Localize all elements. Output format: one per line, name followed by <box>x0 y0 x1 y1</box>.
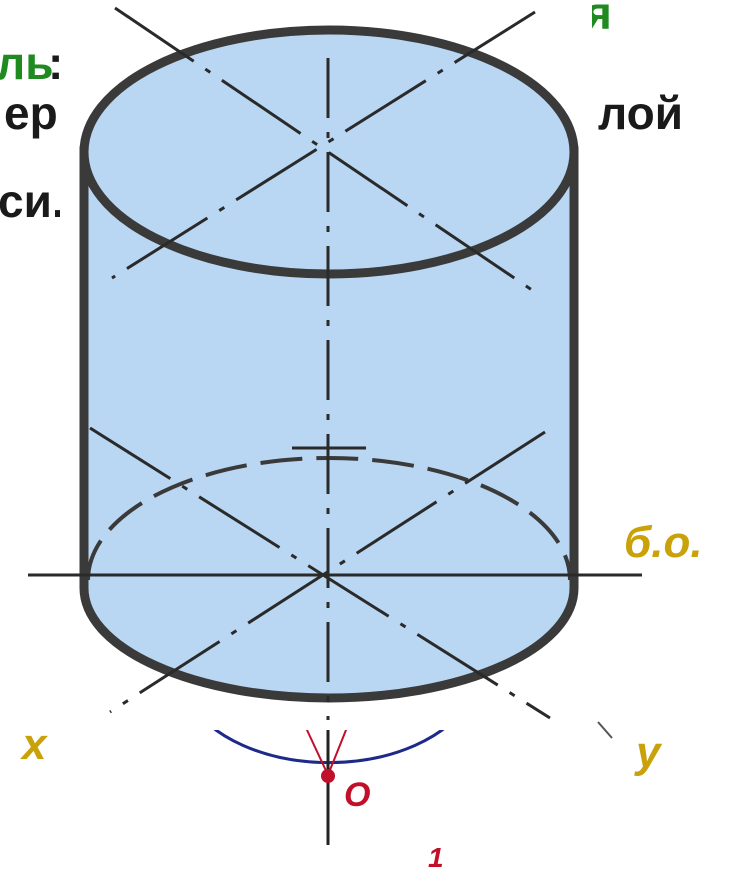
x-axis-label: x <box>22 720 47 769</box>
bottom-diagonal-1 <box>89 426 551 720</box>
origin-dot <box>321 769 335 783</box>
y-axis-label: y <box>636 728 661 777</box>
bottom-diagonal-2 <box>109 430 546 714</box>
text-line4-fragment: си. <box>0 175 65 227</box>
text-line3-right-fragment: лой <box>598 87 683 139</box>
cylinder-body <box>79 143 579 703</box>
y-axis-hint <box>597 721 613 739</box>
text-line2-green-fragment: ль <box>0 37 54 89</box>
top-diagonal-1 <box>114 6 536 294</box>
origin-subscript: 1 <box>428 842 444 873</box>
origin-label: O <box>344 776 371 814</box>
base-axis-label: б.о. <box>624 518 703 567</box>
text-line3-left-fragment: ер <box>4 87 58 139</box>
top-diagonal-2 <box>111 10 536 280</box>
text-line2-fragment: : <box>48 37 64 89</box>
